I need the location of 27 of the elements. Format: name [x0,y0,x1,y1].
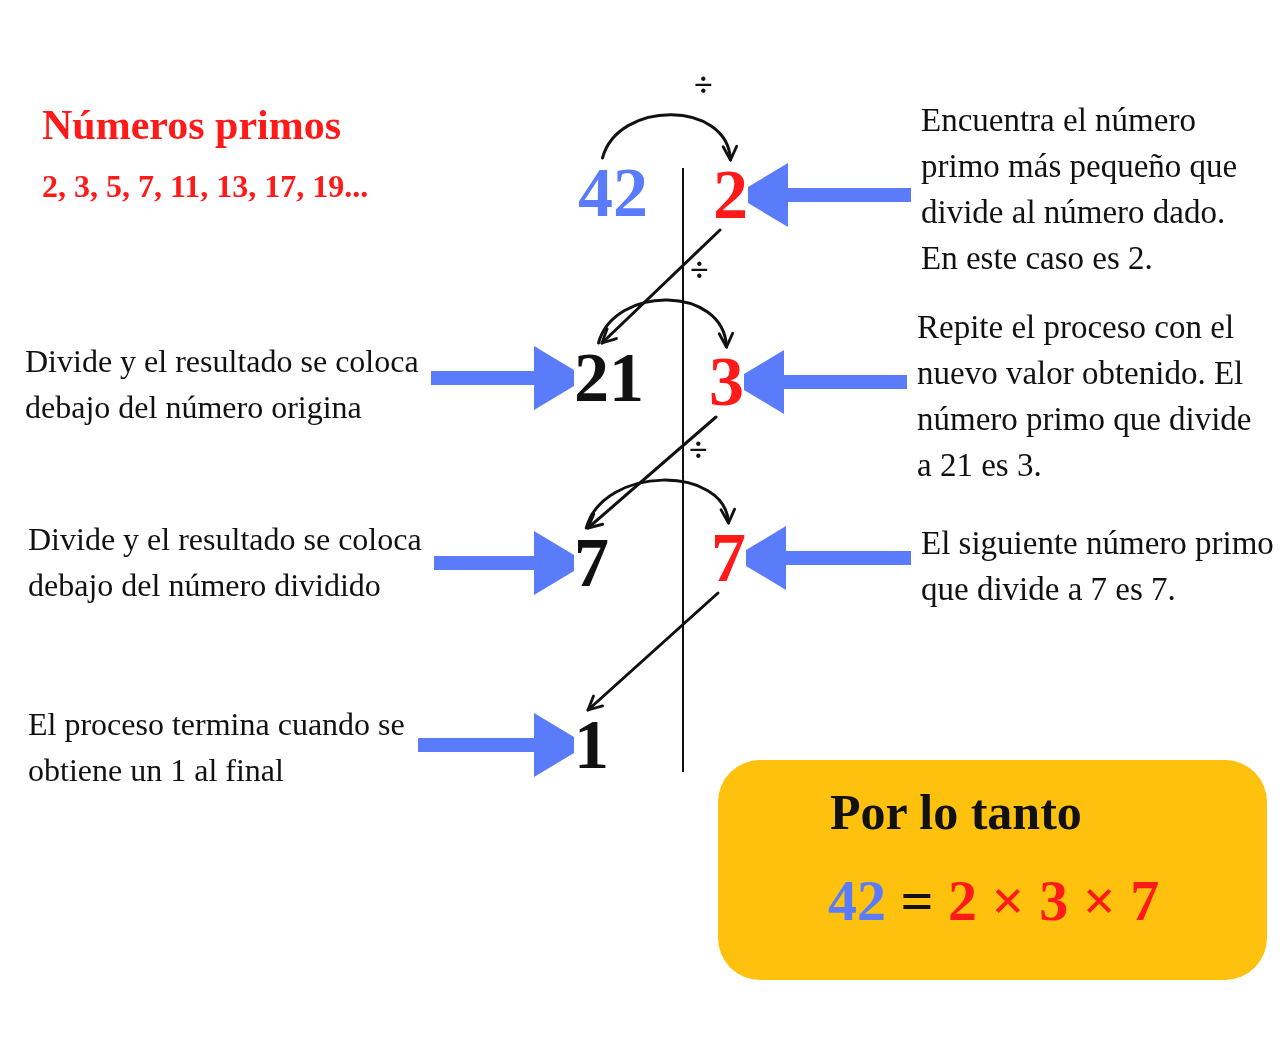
result-heading: Por lo tanto [830,783,1082,842]
number: 7 [711,523,746,593]
number: 21 [574,343,644,413]
edge-label: ÷ [693,67,713,102]
title: Números primos [42,101,342,150]
equation: 42 = 2 × 3 × 7 [828,867,1160,935]
number: 3 [709,347,744,417]
number: 42 [578,158,648,228]
curved-arrow [584,478,734,530]
instruction-text: Divide y el resultado se coloca debajo del número dividido [28,516,434,608]
curved-arrow [601,113,736,162]
instruction-text: El siguiente número primo que divide a 7 es 7. [911,520,1277,612]
instruction-text: Repite el proceso con el nuevo valor obtenido. El número primo que divide a 21 es 3. [907,304,1267,488]
number: 1 [574,710,609,780]
number: 2 [713,160,748,230]
curved-arrow [597,298,732,349]
instruction-text: Encuentra el número primo más pequeño que divide al número dado. En este caso es 2. [911,97,1269,281]
instruction-text: Divide y el resultado se coloca debajo del número origina [25,338,431,430]
arrow [586,415,718,530]
edge-label: ÷ [688,433,708,468]
result-box [718,760,1267,980]
prime-list: 2, 3, 5, 7, 11, 13, 17, 19... [42,166,369,206]
arrow [600,228,722,345]
number: 7 [574,528,609,598]
edge-label: ÷ [689,253,709,287]
arrow [586,591,720,712]
instruction-text: El proceso termina cuando se obtiene un 1 al final [28,701,418,793]
